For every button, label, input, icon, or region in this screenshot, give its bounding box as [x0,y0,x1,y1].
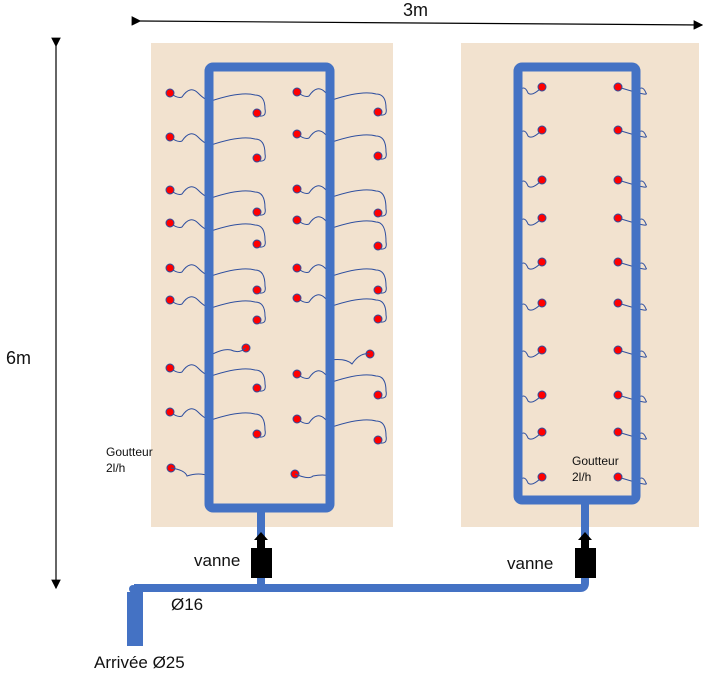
dripper-icon [292,293,302,303]
dripper-icon [165,185,175,195]
drip-loop-right [513,62,641,505]
dripper-icon [373,435,383,445]
dripper-icon [537,213,547,223]
dripper-icon [613,213,623,223]
dripper-icon [537,427,547,437]
dripper-icon [373,208,383,218]
dripper-icon [613,472,623,482]
dripper-icon [373,390,383,400]
dripper-icon [537,390,547,400]
dripper-icon [537,82,547,92]
dripper-icon [165,218,175,228]
garden-bed-right [461,43,699,527]
dripper-icon [292,87,302,97]
dripper-icon [165,132,175,142]
width-dimension-arrow [131,16,704,30]
dripper-icon [537,125,547,135]
dripper-icon [165,363,175,373]
dripper-icon [373,241,383,251]
dripper-icon [613,427,623,437]
dripper-icon [373,285,383,295]
dripper-icon [252,153,262,163]
dripper-icon [252,207,262,217]
dripper-icon [165,295,175,305]
drip-loop-left [204,62,335,513]
inlet-pipe-25 [127,592,143,646]
dripper-icon [613,82,623,92]
height-label: 6m [6,348,32,368]
dripper-icon [252,315,262,325]
dripper-icon [537,298,547,308]
dripper-icon [537,345,547,355]
dripper-icon [292,263,302,273]
dripper-icon [292,414,302,424]
dripper-icon [252,429,262,439]
dripper-icon [252,108,262,118]
inlet-label: Arrivée Ø25 [94,653,185,672]
dripper-icon [613,390,623,400]
dripper-icon [613,298,623,308]
dripper-icon [292,129,302,139]
dripper-icon [373,151,383,161]
valve-left[interactable] [251,532,272,578]
dripper-icon [613,345,623,355]
dripper-icon [165,263,175,273]
dripper-icon [252,383,262,393]
dripper-icon [537,472,547,482]
dripper-icon [373,107,383,117]
dripper-icon [613,257,623,267]
valve-left-label: vanne [194,551,241,570]
dripper-icon [292,215,302,225]
dripper-label-right-rate: 2l/h [572,470,592,484]
dripper-icon [373,314,383,324]
dripper-icon [537,175,547,185]
dripper-icon [613,175,623,185]
valve-right[interactable] [575,532,596,578]
dripper-icon [292,184,302,194]
dripper-icon [613,125,623,135]
dripper-icon [165,407,175,417]
valve-right-label: vanne [507,554,554,573]
dripper-icon [252,239,262,249]
garden-bed-left [151,43,393,527]
dripper-label-left-name: Goutteur [106,445,153,459]
dripper-icon [165,88,175,98]
pipe-diameter-label: Ø16 [171,595,204,614]
dripper-icon [252,285,262,295]
dripper-icon [292,369,302,379]
dripper-label-right-name: Goutteur [572,454,619,468]
width-label: 3m [403,0,429,20]
dripper-label-left-rate: 2l/h [106,461,126,475]
dripper-icon [537,257,547,267]
